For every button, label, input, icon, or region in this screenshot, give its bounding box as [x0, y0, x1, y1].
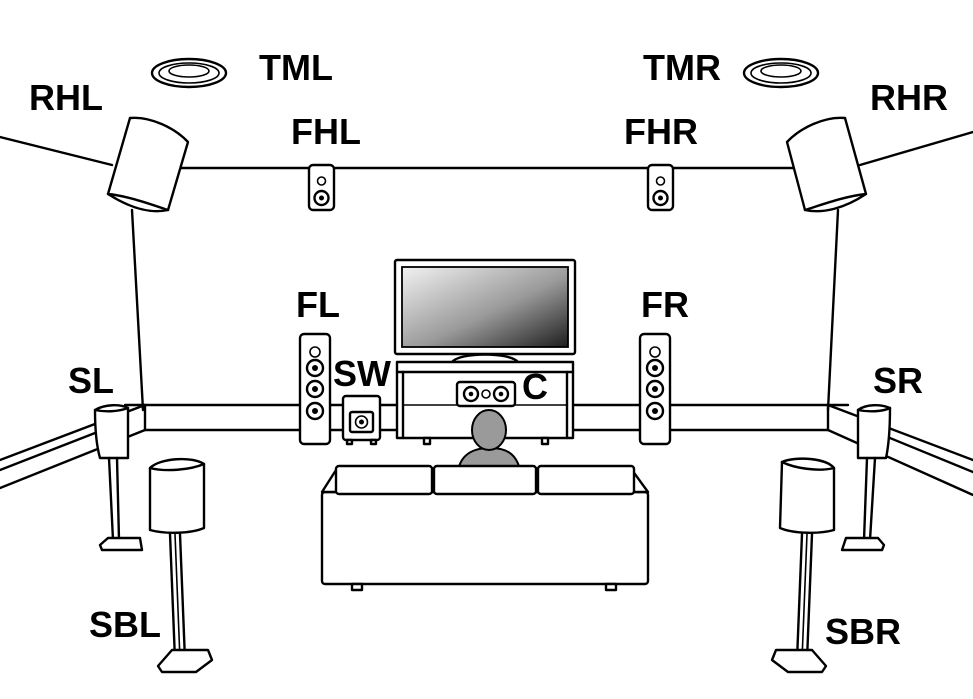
sofa-icon [320, 464, 650, 592]
rhr-speaker-icon [785, 116, 868, 213]
label-rhl: RHL [29, 77, 103, 118]
label-fhl: FHL [291, 111, 361, 152]
label-sbl: SBL [89, 604, 161, 645]
sbr-speaker-icon [770, 457, 836, 674]
label-fhr: FHR [624, 111, 698, 152]
listener-icon [456, 409, 522, 471]
label-tml: TML [259, 47, 333, 88]
label-sbr: SBR [825, 611, 902, 652]
fl-speaker-icon [298, 332, 332, 446]
rhl-speaker-icon [106, 116, 190, 213]
fr-speaker-icon [638, 332, 672, 446]
sbl-speaker-icon [148, 457, 214, 674]
tml-speaker-icon [150, 57, 228, 89]
label-sl: SL [68, 360, 115, 401]
label-fl: FL [296, 284, 340, 325]
tv-icon [393, 258, 577, 364]
fhr-speaker-icon [646, 163, 675, 212]
label-c: C [522, 366, 548, 407]
label-rhr: RHR [870, 77, 948, 118]
subwoofer-icon [341, 394, 382, 446]
label-tmr: TMR [643, 47, 721, 88]
sl-speaker-icon [93, 404, 144, 552]
fhl-speaker-icon [307, 163, 336, 212]
sr-speaker-icon [840, 404, 892, 552]
tmr-speaker-icon [742, 57, 820, 89]
center-speaker-icon [455, 380, 517, 408]
label-fr: FR [641, 284, 689, 325]
label-sr: SR [873, 360, 924, 401]
label-sw: SW [333, 353, 391, 394]
